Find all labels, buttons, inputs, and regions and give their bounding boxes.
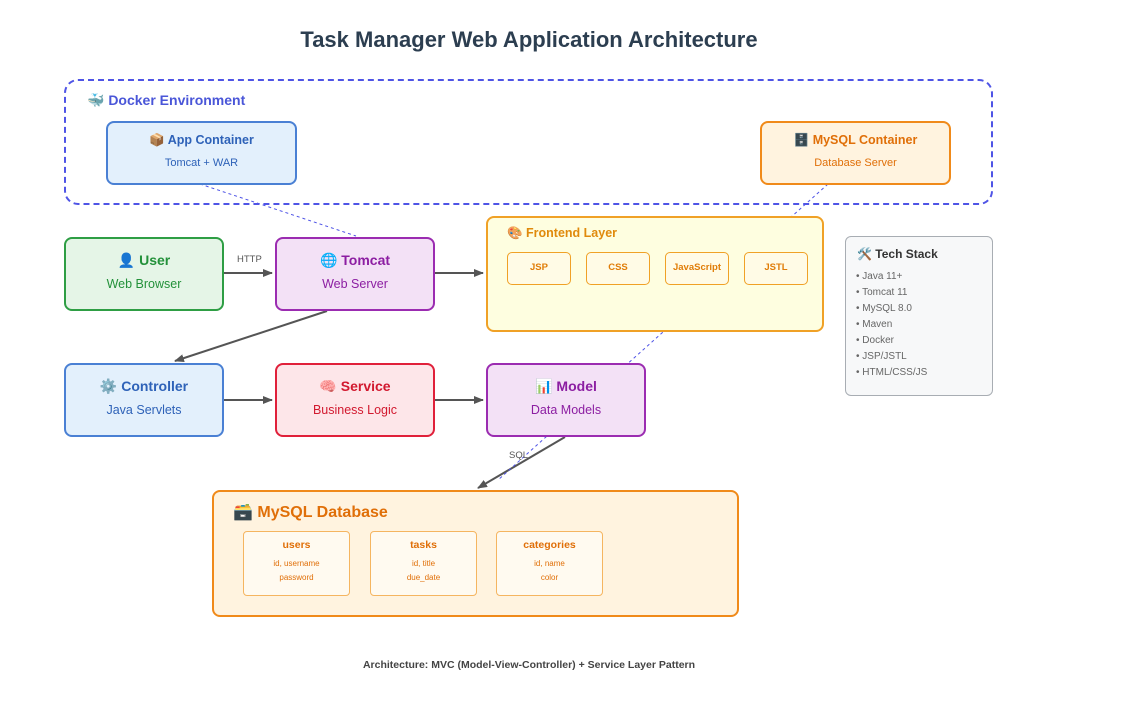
tech-stack-item: • Maven [856,319,893,330]
table-fields: color [540,573,559,582]
arrow-model-database [477,436,566,489]
service-title: 🧠 Service [319,378,391,394]
page-title: Task Manager Web Application Architectur… [300,27,758,52]
arrow-tomcat-controller [174,310,328,362]
model-subtitle: Data Models [530,403,602,417]
controller-subtitle: Java Servlets [106,403,182,417]
tech-stack-item: • HTML/CSS/JS [856,367,928,378]
table-fields: id, name [534,559,565,568]
mysql-container-subtitle: Database Server [814,157,897,169]
user-subtitle: Web Browser [106,277,182,291]
service-subtitle: Business Logic [312,403,398,417]
tech-stack-item: • Tomcat 11 [856,287,908,298]
table-name: users [282,539,311,551]
mysql-container-title: 🗄️ MySQL Container [793,133,918,147]
frontend-chip-jstl: JSTL [744,252,808,285]
app-container-subtitle: Tomcat + WAR [164,157,239,169]
tech-stack-item: • Docker [856,335,894,346]
model-title: 📊 Model [535,378,597,394]
tech-stack-item: • MySQL 8.0 [856,303,912,314]
table-name: categories [523,539,576,551]
tech-stack-title: 🛠️ Tech Stack [857,247,938,261]
table-fields: id, username [273,559,320,568]
docker-environment [64,79,993,205]
model-node: 📊 Model Data Models [486,363,646,437]
tech-stack-item: • JSP/JSTL [856,351,907,362]
service-node: 🧠 Service Business Logic [275,363,435,437]
http-label: HTTP [237,254,262,265]
user-title: 👤 User [117,252,171,268]
footer-caption: Architecture: MVC (Model-View-Controller… [362,659,696,671]
app-container-title: 📦 App Container [149,133,254,147]
tomcat-node: 🌐 Tomcat Web Server [275,237,435,311]
tech-stack-item: • Java 11+ [856,271,903,282]
table-fields: password [279,573,314,582]
frontend-chip-jsp: JSP [507,252,571,285]
mysql-container-node: 🗄️ MySQL Container Database Server [760,121,951,185]
user-node: 👤 User Web Browser [64,237,224,311]
table-name: tasks [410,539,437,551]
tech-stack-list: • Java 11+ • Tomcat 11 • MySQL 8.0 • Mav… [856,269,927,381]
table-fields: due_date [406,573,441,582]
docker-environment-label: 🐳 Docker Environment [87,92,246,108]
tomcat-title: 🌐 Tomcat [319,252,391,268]
table-tasks: tasks id, title due_date [370,531,477,596]
frontend-chip-css: CSS [586,252,650,285]
sql-label: SQL [509,450,529,461]
table-fields: id, title [411,559,436,568]
controller-title: ⚙️ Controller [99,378,189,394]
app-container-node: 📦 App Container Tomcat + WAR [106,121,297,185]
table-users: users id, username password [243,531,350,596]
table-categories: categories id, name color [496,531,603,596]
frontend-chip-javascript: JavaScript [665,252,729,285]
controller-node: ⚙️ Controller Java Servlets [64,363,224,437]
frontend-layer-title: 🎨 Frontend Layer [507,226,618,240]
mysql-database-title: 🗃️ MySQL Database [233,504,388,521]
tomcat-subtitle: Web Server [322,277,388,291]
tech-stack-panel [845,236,993,396]
